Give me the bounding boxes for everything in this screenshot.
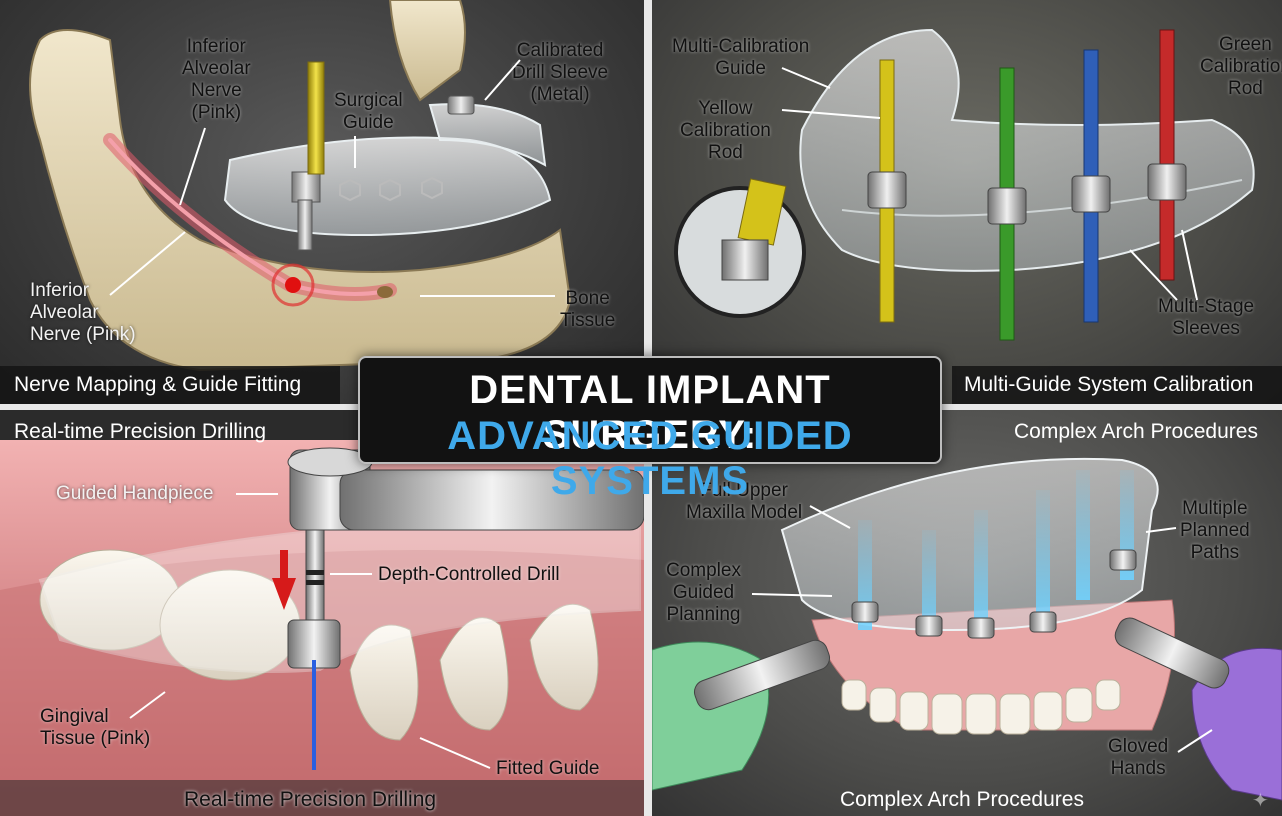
drilling-illustration [0,440,644,816]
leader-lines-tr [781,67,1198,301]
caption-nerve-mapping: Nerve Mapping & Guide Fitting [14,373,302,396]
title-line-2: ADVANCED GUIDED SYSTEMS [447,414,853,503]
guide-illustration [674,28,1255,341]
caption-drilling-top: Real-time Precision Drilling [14,420,267,443]
label-fitted-guide: Fitted Guide [496,758,600,779]
jaw-illustration [29,0,572,372]
caption-multi-guide: Multi-Guide System Calibration [964,373,1254,396]
caption-bar-tr [952,366,1282,404]
title-box: DENTAL IMPLANT SURGERY: ADVANCED GUIDED … [358,356,942,503]
leader-lines-br [751,505,1213,753]
label-guided-handpiece: Guided Handpiece [56,483,214,504]
title-line-1: DENTAL IMPLANT SURGERY: [469,368,831,457]
caption-arch-bottom: Complex Arch Procedures [840,788,1084,811]
arch-illustration [652,457,1282,801]
caption-arch-top: Complex Arch Procedures [1014,420,1258,443]
panel-precision-drilling: Guided Handpiece Depth-Controlled Drill … [0,410,644,816]
leader-lines-bl [129,493,491,769]
caption-bar-bl [0,780,644,816]
caption-bar-tl [0,366,340,404]
label-depth-drill: Depth-Controlled Drill [378,564,560,585]
sparkle-icon: ✦ [1252,790,1269,812]
leader-lines-tl [109,59,555,297]
caption-drilling-bottom: Real-time Precision Drilling [184,788,437,811]
